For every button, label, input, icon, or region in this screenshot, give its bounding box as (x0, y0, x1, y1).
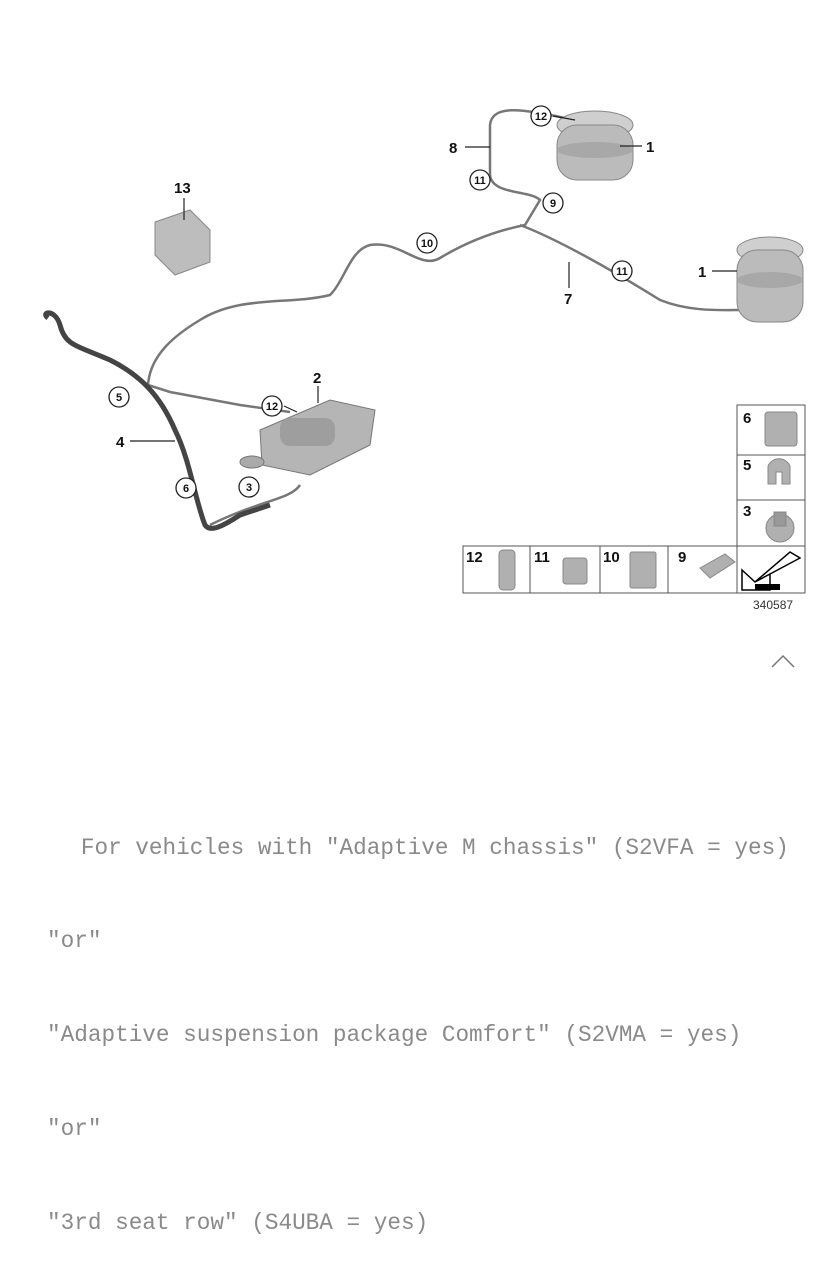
arrow-icon (741, 551, 802, 591)
callout-5: 5 (116, 392, 122, 404)
compressor (239, 399, 376, 476)
callout-2: 2 (313, 370, 321, 387)
callout-6: 6 (183, 483, 189, 495)
callout-11: 11 (474, 175, 486, 187)
part-3-label: 3 (743, 503, 751, 520)
collapse-button[interactable] (770, 652, 796, 672)
part-5-label: 5 (743, 457, 751, 474)
callout-8: 8 (449, 140, 457, 157)
air-lines (146, 109, 746, 527)
part-12-label: 12 (466, 549, 483, 566)
callout-12: 12 (266, 401, 278, 413)
leader-lines (130, 115, 737, 442)
part-10-label: 10 (603, 549, 620, 566)
small-part-images (498, 411, 798, 591)
callout-4: 4 (116, 434, 125, 451)
air-spring-rear-right (736, 236, 804, 323)
callout-7: 7 (564, 291, 572, 308)
note-line: "Adaptive suspension package Comfort" (S… (47, 1022, 742, 1049)
callout-1: 1 (646, 139, 654, 156)
diagram-number: 340587 (753, 598, 793, 612)
callout-12: 12 (535, 111, 547, 123)
part-11-label: 11 (534, 549, 550, 566)
callout-10: 10 (421, 238, 433, 250)
note-line: "3rd seat row" (S4UBA = yes) (47, 1210, 429, 1237)
circled-callouts (108, 105, 633, 499)
air-spring-rear-left (556, 110, 634, 181)
note-line: "or" (47, 928, 102, 955)
note-line: "or" (47, 1116, 102, 1143)
parts-diagram: 1 1 8 7 13 2 4 12 11 9 10 11 12 5 6 3 (43, 105, 806, 612)
callout-3: 3 (246, 482, 252, 494)
callout-13: 13 (174, 180, 191, 197)
control-unit (154, 209, 211, 276)
part-6-label: 6 (743, 410, 751, 427)
hose-4 (43, 310, 271, 531)
chevron-up-icon (771, 654, 795, 668)
callout-11: 11 (616, 266, 628, 278)
vehicle-conditions-note: For vehicles with "Adaptive M chassis" (… (47, 770, 789, 1271)
note-line: For vehicles with "Adaptive M chassis" (… (40, 834, 789, 861)
part-9-label: 9 (678, 549, 686, 566)
small-parts-grid (462, 404, 806, 594)
callout-1: 1 (698, 264, 706, 281)
callout-9: 9 (550, 198, 556, 210)
